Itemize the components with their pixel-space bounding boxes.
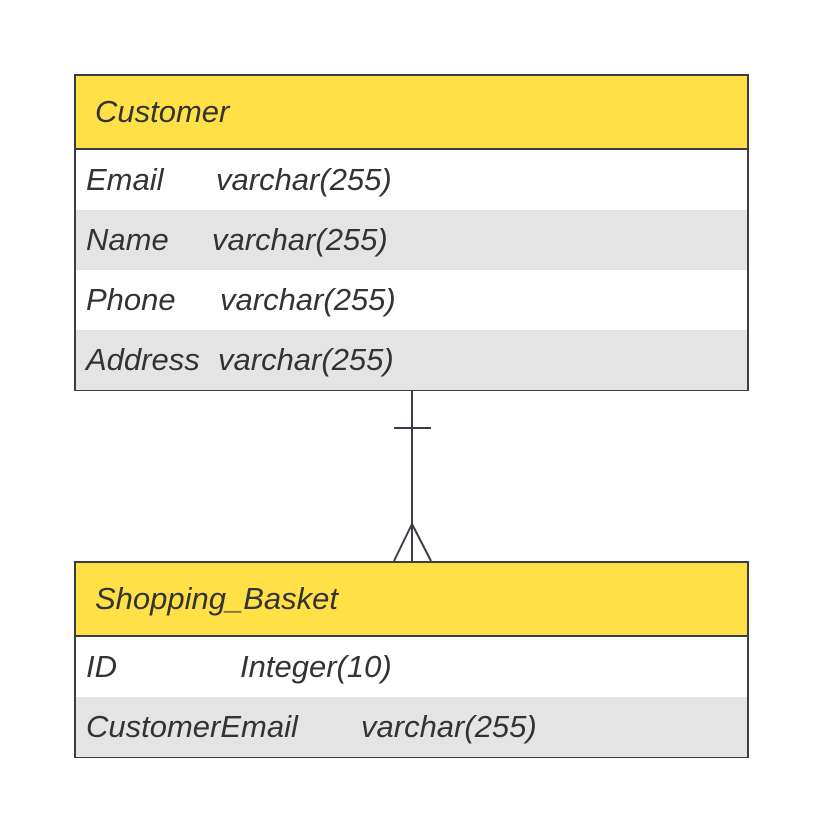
field-name: Email: [86, 162, 164, 197]
field-type: varchar(255): [218, 342, 394, 377]
many-crowfoot-right: [411, 523, 432, 562]
field-type: varchar(255): [220, 282, 396, 317]
field-name: Address: [86, 342, 200, 377]
field-row-name[interactable]: Name varchar(255): [76, 210, 747, 270]
field-name: Phone: [86, 282, 176, 317]
field-type: varchar(255): [216, 162, 392, 197]
entity-header-shopping-basket: Shopping_Basket: [76, 563, 747, 637]
field-type: varchar(255): [361, 709, 537, 744]
field-row-email[interactable]: Email varchar(255): [76, 150, 747, 210]
many-crowfoot-left: [393, 523, 413, 562]
field-name: ID: [86, 649, 117, 684]
field-name: Name: [86, 222, 169, 257]
entity-header-customer: Customer: [76, 76, 747, 150]
entity-title: Customer: [95, 94, 230, 129]
entity-customer[interactable]: Customer Email varchar(255) Name varchar…: [74, 74, 749, 391]
field-type: varchar(255): [212, 222, 388, 257]
field-row-address[interactable]: Address varchar(255): [76, 330, 747, 390]
entity-shopping-basket[interactable]: Shopping_Basket ID Integer(10) CustomerE…: [74, 561, 749, 758]
field-type: Integer(10): [240, 649, 392, 684]
field-row-id[interactable]: ID Integer(10): [76, 637, 747, 697]
field-row-phone[interactable]: Phone varchar(255): [76, 270, 747, 330]
entity-title: Shopping_Basket: [95, 581, 339, 616]
field-name: CustomerEmail: [86, 709, 298, 744]
field-row-customeremail[interactable]: CustomerEmail varchar(255): [76, 697, 747, 757]
